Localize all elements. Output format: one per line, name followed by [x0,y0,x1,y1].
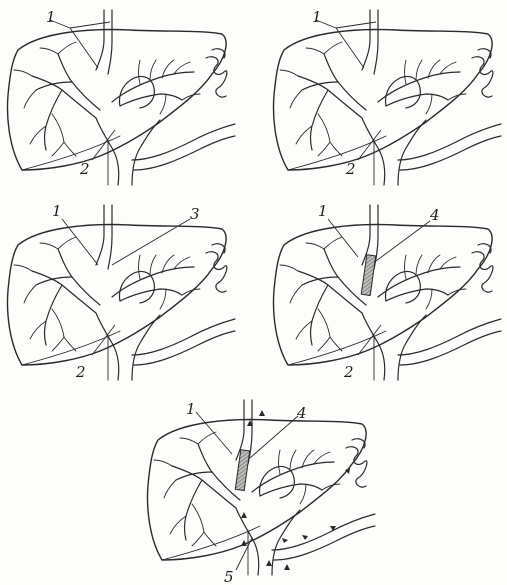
panel-middle-left [8,205,235,380]
label-1-top-right: 1 [312,8,322,26]
flow-arrow [241,512,247,518]
label-2-middle-right: 2 [343,363,354,381]
label-4-middle-right: 4 [429,206,440,224]
label-2-top-right: 2 [345,160,356,178]
label-4-bottom: 4 [296,404,307,422]
label-2-top-left: 2 [79,160,90,178]
label-1-middle-left: 1 [52,202,62,220]
liver-drawing-middle-left [8,205,235,380]
flow-arrow [282,538,288,543]
flow-arrow [259,410,265,416]
flow-arrow [284,564,290,570]
flow-arrow [330,526,336,531]
liver-drawing-bottom [148,400,375,575]
flow-arrow [266,560,272,566]
panel-top-left [8,10,235,185]
label-1-middle-right: 1 [318,202,328,220]
liver-drawing-middle-right [274,205,501,380]
labels-top-left: 1 2 [46,8,90,178]
leader-1-top-left [50,20,110,68]
leader-1-top-right [316,20,376,68]
label-1-bottom: 1 [186,400,196,418]
labels-top-right: 1 2 [312,8,356,178]
label-1-top-left: 1 [46,8,56,26]
liver-drawing-top-left [8,10,235,185]
flow-arrow [302,535,308,540]
panel-bottom [148,400,375,575]
leader-1-bottom [196,412,232,454]
labels-bottom: 1 4 5 [186,400,307,585]
leader-4-bottom [250,416,298,458]
panel-middle-right [274,205,501,380]
label-2-middle-left: 2 [75,363,86,381]
panel-top-right [274,10,501,185]
label-5-bottom: 5 [224,568,234,585]
liver-drawing-top-right [274,10,501,185]
label-3-middle-left: 3 [190,205,200,223]
